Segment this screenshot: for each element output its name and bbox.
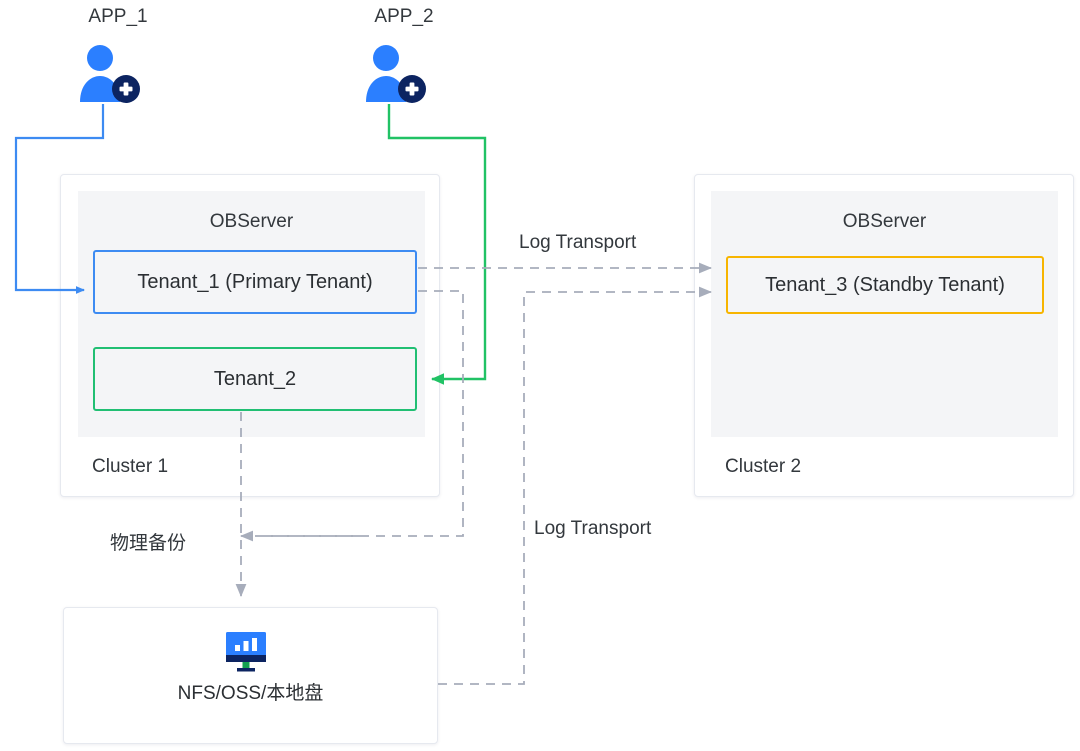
edge-log-transport-bottom bbox=[438, 286, 712, 685]
app1-label: APP_1 bbox=[88, 6, 148, 27]
app1-user-add-icon bbox=[76, 44, 148, 104]
log-transport-top-label: Log Transport bbox=[519, 232, 637, 253]
tenant-2-label: Tenant_2 bbox=[213, 367, 297, 390]
tenant-box-tenant-1[interactable]: Tenant_1 (Primary Tenant) bbox=[93, 250, 417, 314]
cluster2-observer-title: OBServer bbox=[842, 211, 927, 232]
storage-card bbox=[63, 607, 438, 744]
physical-backup-label: 物理备份 bbox=[110, 533, 187, 554]
log-transport-bottom-label: Log Transport bbox=[534, 518, 652, 539]
storage-label: NFS/OSS/本地盘 bbox=[177, 683, 324, 704]
cluster1-observer-title: OBServer bbox=[209, 211, 294, 232]
storage-monitor-chart-icon bbox=[222, 630, 270, 674]
tenant-1-label: Tenant_1 (Primary Tenant) bbox=[137, 270, 373, 293]
app2-label: APP_2 bbox=[374, 6, 434, 27]
tenant-box-tenant-3[interactable]: Tenant_3 (Standby Tenant) bbox=[726, 256, 1044, 314]
tenant-box-tenant-2[interactable]: Tenant_2 bbox=[93, 347, 417, 411]
tenant-3-label: Tenant_3 (Standby Tenant) bbox=[765, 273, 1005, 296]
cluster1-label: Cluster 1 bbox=[92, 456, 169, 477]
app2-user-add-icon bbox=[362, 44, 434, 104]
cluster2-observer-panel bbox=[711, 191, 1058, 437]
cluster2-label: Cluster 2 bbox=[725, 456, 802, 477]
